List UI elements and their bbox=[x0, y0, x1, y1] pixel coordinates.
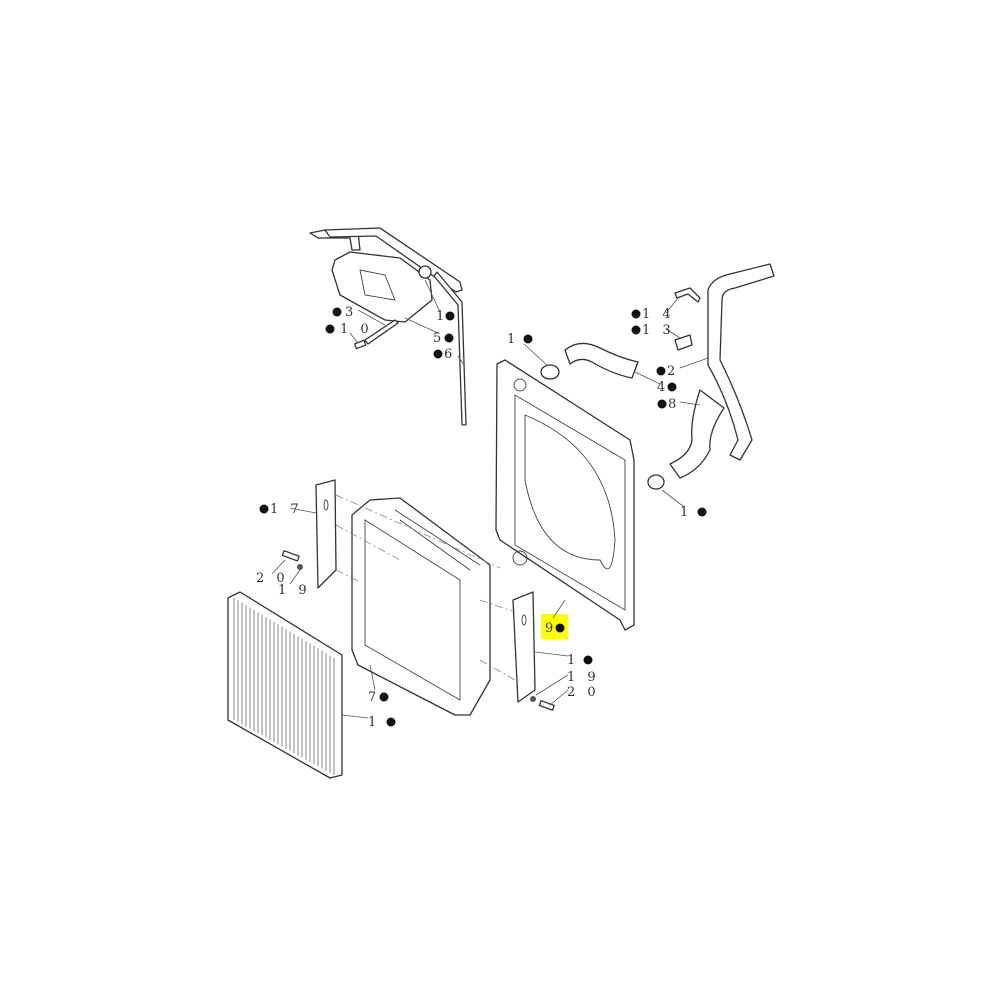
callout-clamp-top[interactable]: 1 bbox=[507, 332, 519, 347]
callout-washer-left[interactable]: 1 9 bbox=[278, 583, 311, 598]
oil-cooler[interactable] bbox=[227, 591, 343, 779]
marker-dot-icon bbox=[657, 399, 667, 409]
expansion-tank[interactable] bbox=[309, 227, 467, 426]
marker-dot-icon bbox=[583, 655, 593, 665]
leader-lines bbox=[271, 279, 709, 719]
bolt-right[interactable] bbox=[538, 700, 555, 711]
bracket-right[interactable] bbox=[512, 591, 536, 703]
callout-bracket-left[interactable]: 1 7 bbox=[270, 502, 303, 517]
marker-dot-icon bbox=[433, 349, 443, 359]
fan-shroud[interactable] bbox=[495, 359, 635, 631]
marker-dot-icon bbox=[631, 309, 641, 319]
callout-bracket-right[interactable]: 1 bbox=[567, 653, 579, 668]
marker-dot-icon bbox=[332, 307, 342, 317]
callout-bolt-right[interactable]: 2 0 bbox=[567, 685, 600, 700]
callout-tank-bracket[interactable]: 5 bbox=[433, 331, 445, 346]
pipe-6 bbox=[433, 271, 467, 426]
callout-tank-cap[interactable]: 1 bbox=[436, 309, 448, 324]
callout-radiator[interactable]: 7 bbox=[368, 690, 380, 705]
marker-dot-icon bbox=[325, 324, 335, 334]
callout-washer-right[interactable]: 1 9 bbox=[567, 670, 600, 685]
clamp-lower[interactable] bbox=[647, 474, 665, 490]
washer-right[interactable] bbox=[530, 696, 536, 702]
callout-clip-13[interactable]: 1 3 bbox=[642, 323, 675, 338]
washer-left[interactable] bbox=[297, 564, 303, 570]
callout-cooler[interactable]: 1 bbox=[368, 715, 380, 730]
clip-13[interactable] bbox=[674, 334, 693, 351]
marker-dot-icon bbox=[386, 717, 396, 727]
marker-dot-icon bbox=[444, 333, 454, 343]
marker-dot-icon bbox=[667, 382, 677, 392]
callout-pipe-upper[interactable]: 2 bbox=[667, 364, 679, 379]
marker-dot-icon bbox=[631, 325, 641, 335]
bolt-left[interactable] bbox=[281, 550, 300, 562]
pipe-2[interactable] bbox=[707, 263, 775, 461]
hose-8[interactable] bbox=[669, 389, 725, 479]
clip-14[interactable] bbox=[674, 287, 701, 303]
hose-4[interactable] bbox=[564, 342, 639, 379]
marker-dot-icon bbox=[259, 504, 269, 514]
callout-shroud[interactable]: 9 bbox=[545, 621, 557, 636]
callout-hose-upper[interactable]: 4 bbox=[657, 380, 669, 395]
alignment-lines bbox=[335, 494, 516, 681]
callout-pipe-vertical[interactable]: 6 bbox=[444, 347, 456, 362]
callout-bolt-left[interactable]: 2 0 bbox=[256, 571, 289, 586]
radiator[interactable] bbox=[351, 497, 491, 716]
marker-dot-icon bbox=[656, 366, 666, 376]
callout-tank-fitting[interactable]: 1 0 bbox=[340, 322, 373, 337]
marker-dot-icon bbox=[445, 311, 455, 321]
marker-dot-icon bbox=[523, 334, 533, 344]
callout-hose-lower[interactable]: 8 bbox=[668, 397, 680, 412]
marker-dot-icon bbox=[379, 692, 389, 702]
callout-clamp-lower[interactable]: 1 bbox=[680, 505, 692, 520]
marker-dot-icon bbox=[697, 507, 707, 517]
callout-tank-hose[interactable]: 3 bbox=[345, 305, 357, 320]
callout-clip-14[interactable]: 1 4 bbox=[642, 307, 675, 322]
bracket-left[interactable] bbox=[315, 479, 337, 589]
clamp-top[interactable] bbox=[540, 364, 560, 380]
marker-dot-icon bbox=[555, 623, 565, 633]
